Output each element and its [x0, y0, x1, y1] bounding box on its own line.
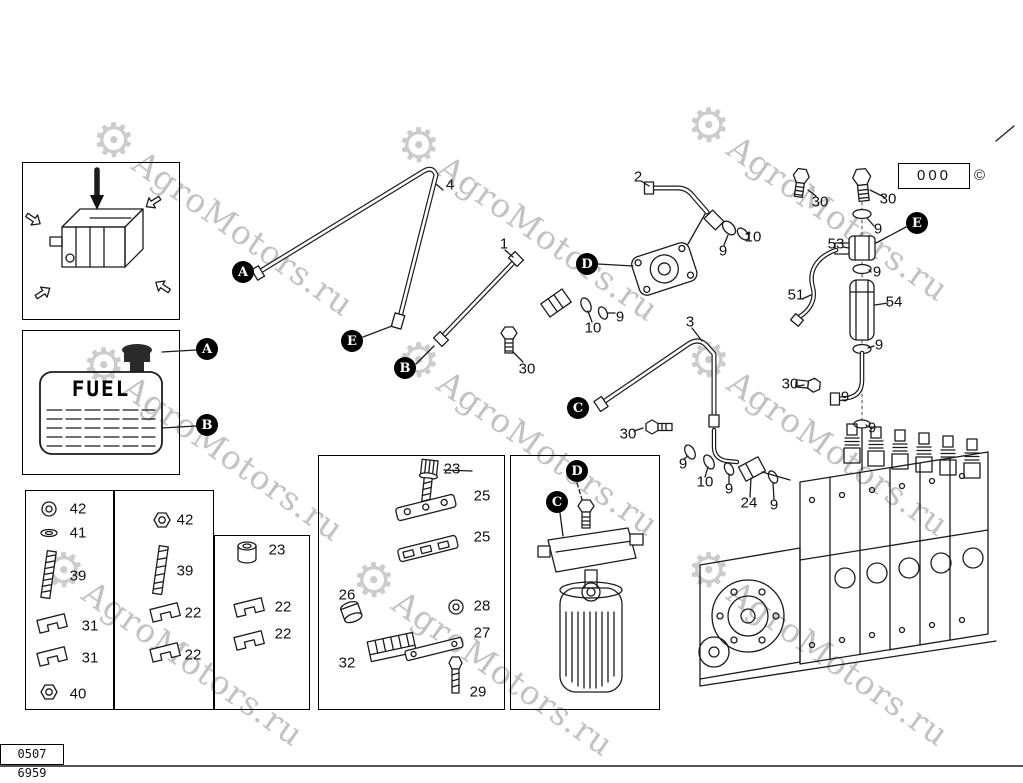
parts-box-c — [214, 535, 310, 710]
copyright-mark: © — [974, 167, 986, 184]
fuel-filter-drawing — [537, 482, 644, 693]
banjo-bolt-drawings-top — [792, 167, 885, 203]
pipe-1-drawing — [415, 249, 525, 365]
sheet-code-box: 0507 6959 — [0, 744, 64, 780]
page-frame — [0, 125, 1023, 767]
injection-pump-drawing — [698, 423, 997, 687]
ref-number-box: 000 — [898, 163, 970, 189]
mounting-parts-box3-drawing — [233, 541, 265, 651]
fuel-tank-box — [22, 330, 180, 475]
inset-component-drawing — [24, 167, 172, 300]
pipe-3-drawing — [593, 327, 791, 500]
bracket-parts-box4-drawing — [340, 458, 473, 694]
parts-box-d — [318, 455, 505, 710]
parts-box-b — [113, 490, 214, 710]
return-fitting-column-drawing — [789, 201, 907, 471]
pipe-2-drawing — [640, 180, 751, 246]
union-fitting-cluster-drawing — [500, 288, 616, 363]
parts-box-e — [510, 455, 660, 710]
parts-box-a — [25, 490, 115, 710]
detail-inset-box — [22, 162, 180, 320]
feed-pump-flange-drawing — [597, 213, 706, 296]
mounting-parts-box1-drawing — [36, 501, 68, 700]
mounting-parts-box2-drawing — [149, 512, 181, 663]
pipe-4-drawing — [250, 166, 444, 338]
fuel-tank-drawing — [39, 344, 197, 455]
fuel-tank-label: FUEL — [71, 377, 131, 401]
